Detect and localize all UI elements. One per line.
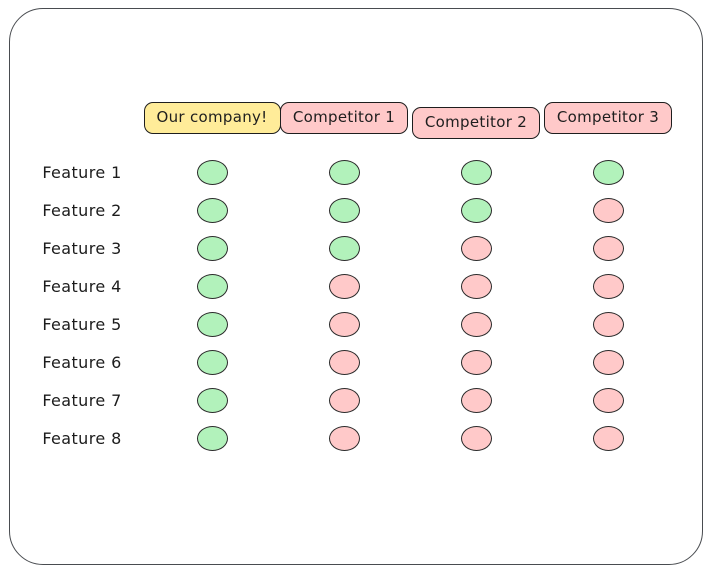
feature-label: Feature 3 [42, 238, 122, 258]
feature-label: Feature 6 [42, 352, 122, 372]
status-dot-no [592, 349, 624, 375]
feature-label: Feature 2 [42, 200, 122, 220]
status-dot-yes [196, 273, 228, 299]
status-cell [542, 305, 674, 343]
status-dot-no [592, 387, 624, 413]
feature-label-cell: Feature 4 [18, 267, 146, 305]
status-dot-yes [196, 387, 228, 413]
status-cell [146, 343, 278, 381]
feature-label: Feature 7 [42, 390, 122, 410]
status-cell [410, 267, 542, 305]
feature-label: Feature 5 [42, 314, 122, 334]
status-dot-no [328, 387, 360, 413]
status-cell [146, 153, 278, 191]
status-cell [542, 191, 674, 229]
column-header-competitor-2: Competitor 2 [411, 107, 541, 139]
status-dot-no [460, 425, 492, 451]
status-cell [542, 267, 674, 305]
status-dot-no [460, 387, 492, 413]
status-cell [146, 229, 278, 267]
status-cell [410, 305, 542, 343]
status-dot-no [328, 273, 360, 299]
header-spacer [18, 102, 146, 153]
status-cell [410, 153, 542, 191]
status-cell [278, 267, 410, 305]
status-dot-yes [592, 159, 624, 185]
column-header-our-company: Our company! [143, 102, 281, 134]
status-dot-no [592, 311, 624, 337]
column-header-competitor-3: Competitor 3 [543, 102, 673, 134]
status-dot-yes [328, 235, 360, 261]
feature-label-cell: Feature 6 [18, 343, 146, 381]
status-dot-yes [328, 159, 360, 185]
status-dot-no [460, 311, 492, 337]
status-cell [542, 153, 674, 191]
status-dot-no [460, 273, 492, 299]
status-cell [146, 381, 278, 419]
feature-label-cell: Feature 2 [18, 191, 146, 229]
status-cell [278, 153, 410, 191]
status-dot-yes [196, 159, 228, 185]
status-cell [542, 419, 674, 457]
header-cell: Our company! [143, 102, 281, 153]
column-header-competitor-1: Competitor 1 [279, 102, 409, 134]
status-dot-yes [460, 159, 492, 185]
status-cell [278, 191, 410, 229]
status-cell [410, 229, 542, 267]
status-cell [410, 191, 542, 229]
status-cell [146, 419, 278, 457]
status-cell [410, 381, 542, 419]
feature-label-cell: Feature 5 [18, 305, 146, 343]
status-dot-yes [460, 197, 492, 223]
status-cell [542, 381, 674, 419]
status-dot-yes [196, 349, 228, 375]
header-cell: Competitor 1 [278, 102, 410, 153]
feature-label-cell: Feature 7 [18, 381, 146, 419]
status-dot-yes [196, 197, 228, 223]
status-cell [278, 419, 410, 457]
header-cell: Competitor 3 [542, 102, 674, 153]
status-dot-no [460, 349, 492, 375]
feature-label-cell: Feature 8 [18, 419, 146, 457]
status-cell [542, 229, 674, 267]
status-dot-no [328, 349, 360, 375]
status-dot-no [592, 425, 624, 451]
status-dot-no [328, 425, 360, 451]
feature-label: Feature 1 [42, 162, 122, 182]
status-cell [542, 343, 674, 381]
status-cell [146, 191, 278, 229]
header-cell: Competitor 2 [410, 102, 542, 153]
status-dot-yes [328, 197, 360, 223]
status-cell [146, 267, 278, 305]
feature-label-cell: Feature 3 [18, 229, 146, 267]
status-dot-yes [196, 235, 228, 261]
feature-label-cell: Feature 1 [18, 153, 146, 191]
status-dot-yes [196, 425, 228, 451]
status-cell [278, 305, 410, 343]
status-cell [278, 229, 410, 267]
status-cell [146, 305, 278, 343]
status-cell [278, 343, 410, 381]
status-cell [410, 343, 542, 381]
status-dot-no [460, 235, 492, 261]
status-dot-no [592, 235, 624, 261]
feature-label: Feature 4 [42, 276, 122, 296]
status-dot-no [592, 197, 624, 223]
status-cell [410, 419, 542, 457]
feature-label: Feature 8 [42, 428, 122, 448]
status-dot-yes [196, 311, 228, 337]
status-dot-no [592, 273, 624, 299]
status-dot-no [328, 311, 360, 337]
status-cell [278, 381, 410, 419]
